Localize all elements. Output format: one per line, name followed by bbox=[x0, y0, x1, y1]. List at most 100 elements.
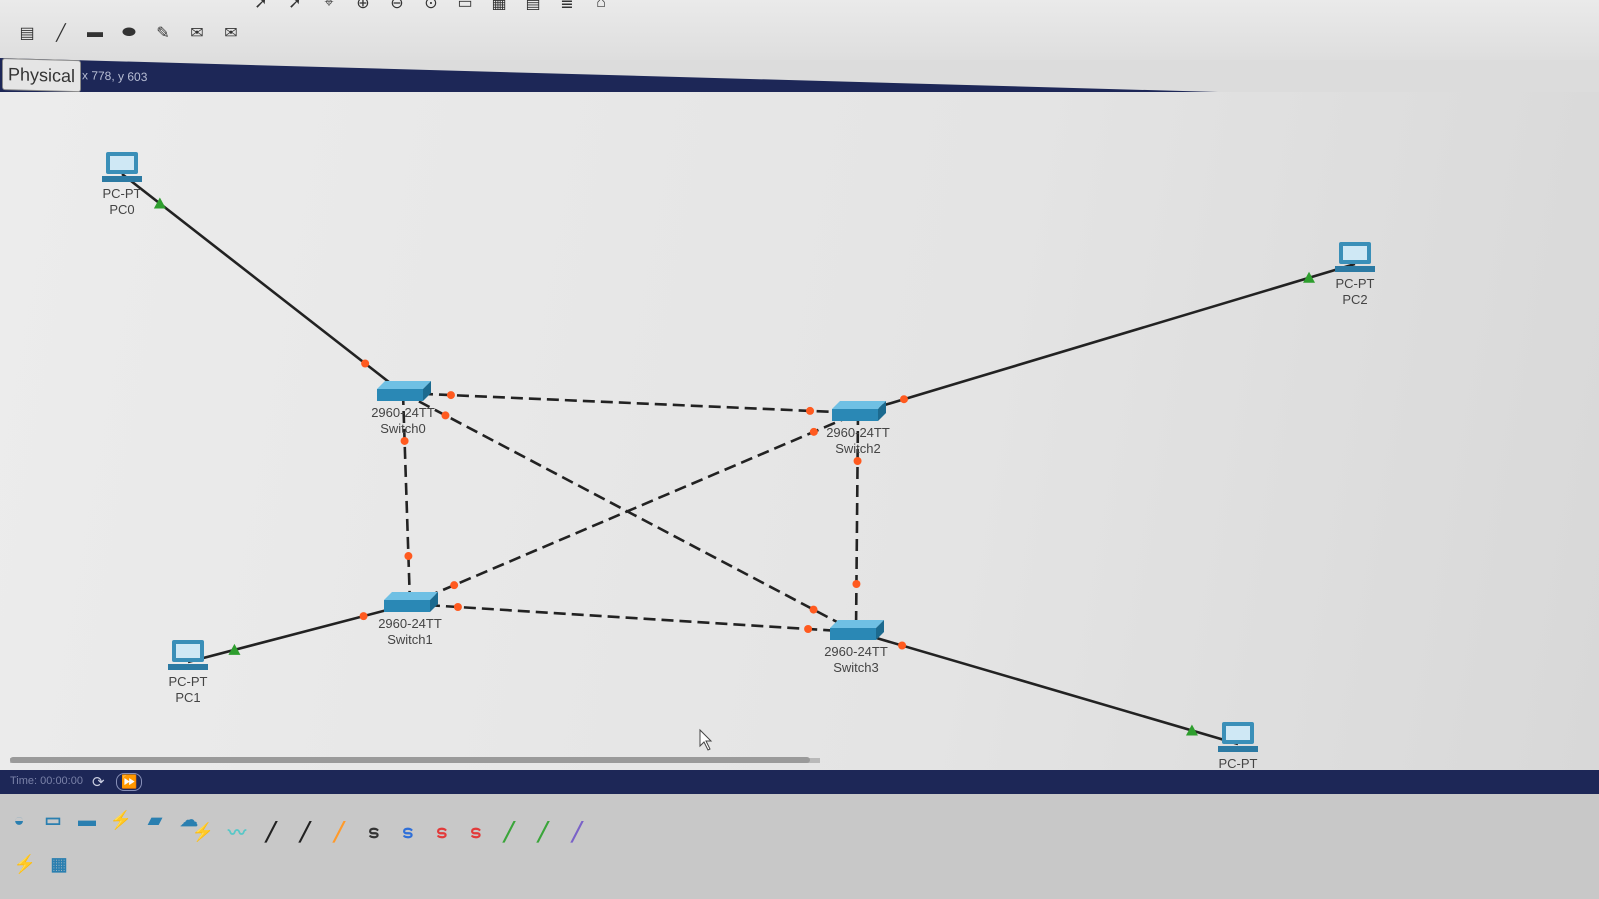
link-status-up-icon bbox=[153, 197, 166, 209]
mouse-cursor-icon bbox=[699, 728, 713, 751]
pin-icon[interactable]: ⌖ bbox=[324, 0, 334, 11]
sim-time: Time: 00:00:00 bbox=[10, 775, 83, 787]
fiber-cable-icon[interactable]: ╱ bbox=[333, 821, 345, 842]
document-icon[interactable]: ▤ bbox=[525, 0, 541, 12]
device-name-label: Switch0 bbox=[380, 421, 426, 436]
coaxial-cable-icon[interactable]: ട bbox=[401, 821, 413, 842]
device-model-label: 2960-24TT bbox=[824, 644, 888, 659]
workspace-scrollbar-thumb[interactable] bbox=[10, 757, 810, 763]
link-status-down-icon bbox=[853, 456, 862, 465]
fast-forward-button[interactable]: ⏩ bbox=[116, 773, 143, 791]
wireless-icon[interactable]: ▰ bbox=[148, 809, 162, 830]
device-subcategory-selector: ⚡▦ bbox=[12, 852, 80, 876]
logical-workspace[interactable]: PC-PTPC0PC-PTPC1PC-PTPC2PC-PTPC32960-24T… bbox=[0, 92, 1599, 782]
device-name-label: PC0 bbox=[109, 202, 134, 217]
grid-icon[interactable]: ▦ bbox=[50, 853, 68, 874]
link-pc3-switch3[interactable] bbox=[855, 630, 1239, 746]
arrow-icon[interactable]: ➚ bbox=[254, 0, 268, 12]
pencil-icon[interactable]: ╱ bbox=[56, 25, 66, 42]
link-status-up-icon bbox=[1303, 271, 1316, 283]
freeform-icon[interactable]: ✎ bbox=[156, 25, 170, 42]
device-model-label: 2960-24TT bbox=[826, 425, 890, 440]
device-type-selector: ◒ ▭ ▬ ⚡ ▰ ☁ bbox=[6, 808, 210, 832]
tab-physical[interactable]: Physical bbox=[2, 58, 82, 93]
console-cable-icon[interactable]: 〰 bbox=[228, 823, 246, 843]
serial-dte-cable-icon[interactable]: ട bbox=[469, 821, 481, 842]
switch-icon bbox=[384, 592, 438, 600]
crossover-cable-icon[interactable]: ╱ bbox=[299, 821, 311, 842]
link-switch0-switch1[interactable] bbox=[400, 392, 413, 605]
link-status-down-icon bbox=[446, 391, 455, 400]
device-model-label: PC-PT bbox=[1219, 756, 1258, 771]
pc-icon bbox=[110, 156, 134, 170]
zoom-reset-icon[interactable]: ⊙ bbox=[424, 0, 438, 12]
link-status-down-icon bbox=[441, 411, 450, 420]
envelope-open-icon[interactable]: ✉ bbox=[224, 25, 238, 42]
router-icon[interactable]: ◒ bbox=[13, 809, 25, 830]
switch-icon bbox=[830, 620, 884, 628]
link-status-down-icon bbox=[809, 427, 818, 436]
arrow-icon[interactable]: ➚ bbox=[288, 0, 302, 12]
phone-cable-icon[interactable]: ട bbox=[367, 821, 379, 842]
cursor-coordinates: x 778, y 603 bbox=[82, 68, 148, 85]
ellipse-icon[interactable]: ⬬ bbox=[122, 24, 136, 41]
palette-icon[interactable]: ▦ bbox=[491, 0, 507, 12]
iot-cable-icon[interactable]: ╱ bbox=[537, 821, 549, 842]
link-switch1-switch2[interactable] bbox=[409, 411, 859, 606]
cable-selector: ⚡ 〰 ╱ ╱ ╱ ട ട ട ട ╱ ╱ ╱ bbox=[190, 820, 598, 844]
device-name-label: PC2 bbox=[1342, 292, 1367, 307]
storage-icon[interactable]: ≣ bbox=[560, 0, 574, 12]
pc-icon bbox=[176, 644, 200, 658]
link-switch1-switch3[interactable] bbox=[409, 602, 857, 634]
link-status-down-icon bbox=[361, 359, 370, 368]
connection-icon[interactable]: ⚡ bbox=[109, 809, 133, 830]
switch-icon bbox=[377, 381, 431, 389]
envelope-closed-icon[interactable]: ✉ bbox=[190, 25, 204, 42]
link-switch0-switch2[interactable] bbox=[402, 391, 859, 415]
switch-icon bbox=[377, 389, 423, 401]
main-toolbar: ➚ ➚ ⌖ ⊕ ⊖ ⊙ ▭ ▦ ▤ ≣ ⌂ ▤ ╱ ▬ ⬬ ✎ ✉ ✉ bbox=[0, 0, 1599, 60]
switch-icon bbox=[876, 620, 884, 640]
zoom-in-icon[interactable]: ⊕ bbox=[356, 0, 370, 12]
rectangle-icon[interactable]: ▬ bbox=[87, 24, 103, 41]
map-icon[interactable]: ⌂ bbox=[596, 0, 606, 11]
pc-icon bbox=[102, 176, 142, 182]
zoom-out-icon[interactable]: ⊖ bbox=[390, 0, 404, 12]
serial-dce-cable-icon[interactable]: ട bbox=[435, 821, 447, 842]
device-model-label: 2960-24TT bbox=[378, 616, 442, 631]
link-pc2-switch2[interactable] bbox=[857, 262, 1356, 415]
device-name-label: Switch1 bbox=[387, 632, 433, 647]
cloud-icon[interactable]: ☁ bbox=[180, 809, 198, 830]
auto-cable-icon[interactable]: ⚡ bbox=[191, 821, 215, 842]
link-status-down-icon bbox=[450, 581, 459, 590]
link-status-down-icon bbox=[804, 624, 813, 633]
link-status-up-icon bbox=[1185, 724, 1198, 736]
usb-cable-icon[interactable]: ╱ bbox=[571, 821, 583, 842]
straight-through-cable-icon[interactable]: ╱ bbox=[265, 821, 277, 842]
hub-icon[interactable]: ▬ bbox=[78, 809, 96, 830]
octal-cable-icon[interactable]: ╱ bbox=[503, 821, 515, 842]
link-switch2-switch3[interactable] bbox=[852, 412, 862, 633]
timer-icon[interactable]: ⟳ bbox=[92, 774, 105, 791]
top-toolbar-row: ➚ ➚ ⌖ ⊕ ⊖ ⊙ ▭ ▦ ▤ ≣ ⌂ bbox=[250, 0, 624, 14]
link-status-down-icon bbox=[806, 406, 815, 415]
device-model-label: PC-PT bbox=[169, 674, 208, 689]
device-panel: Time: 00:00:00 ⟳ ⏩ ◒ ▭ ▬ ⚡ ▰ ☁ ⚡ 〰 ╱ ╱ ╱ ട ട ട ട ╱ ╱ ╱ ⚡… bbox=[0, 770, 1599, 899]
link-pc0-switch0[interactable] bbox=[121, 172, 404, 395]
switch-icon bbox=[384, 600, 430, 612]
link-status-up-icon bbox=[228, 643, 241, 655]
device-model-label: 2960-24TT bbox=[371, 405, 435, 420]
rectangle-select-icon[interactable]: ▭ bbox=[457, 0, 473, 12]
note-icon[interactable]: ▤ bbox=[19, 25, 35, 42]
connections-category-icon[interactable]: ⚡ bbox=[13, 853, 37, 874]
link-switch0-switch3[interactable] bbox=[402, 391, 857, 634]
link-pc1-switch1[interactable] bbox=[187, 602, 411, 664]
switch-icon[interactable]: ▭ bbox=[44, 809, 62, 830]
